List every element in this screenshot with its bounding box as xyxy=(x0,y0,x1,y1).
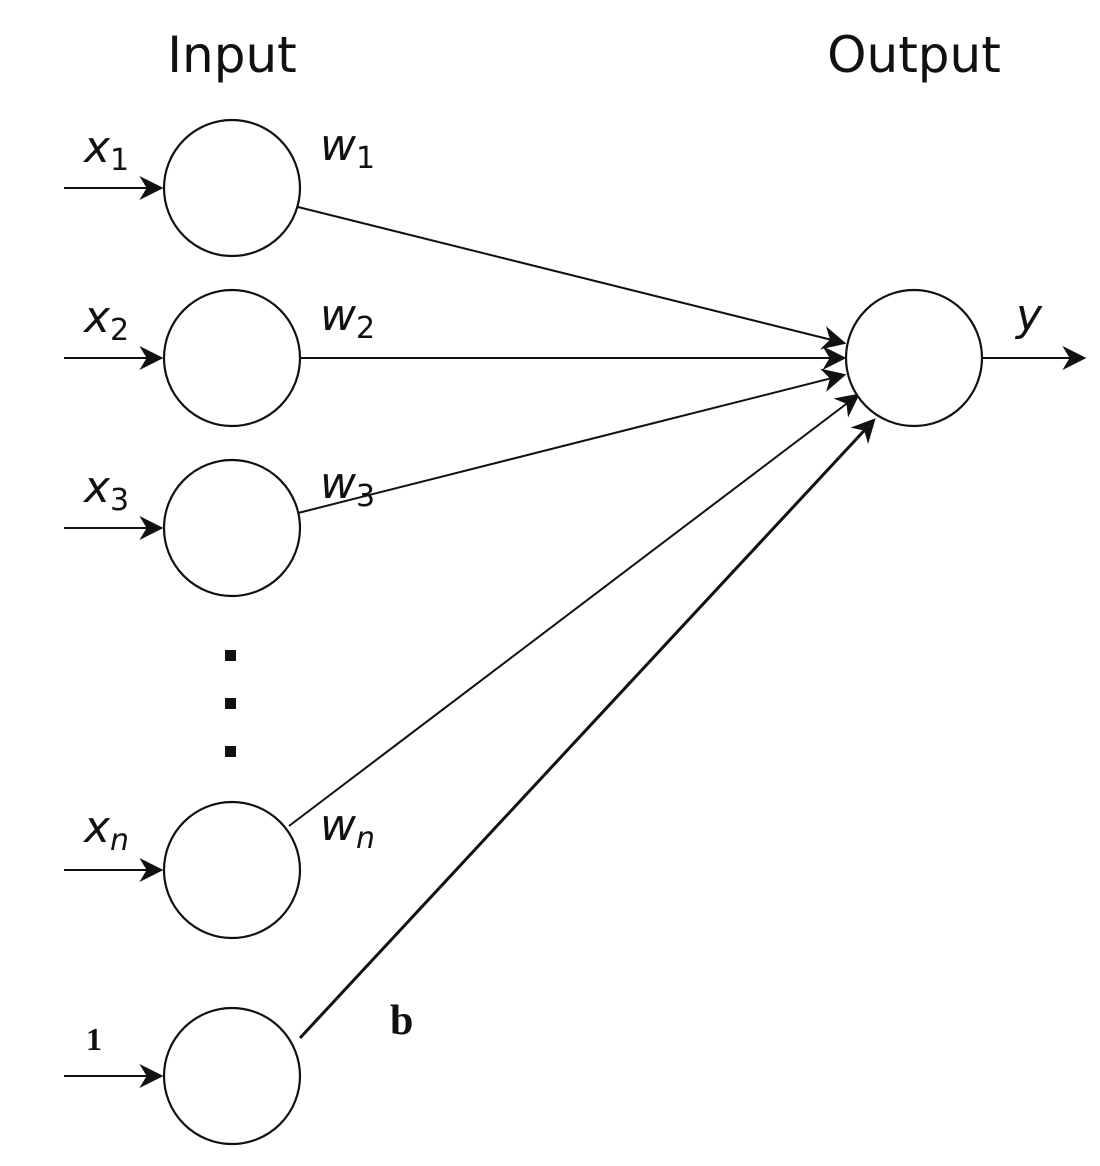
output-label: y xyxy=(1014,290,1043,341)
bias-node xyxy=(162,1006,302,1146)
output-node xyxy=(844,288,984,428)
edge-wn xyxy=(288,393,860,827)
input-node-n xyxy=(162,800,302,940)
weight-label-3: w3 xyxy=(320,458,375,514)
input-node-3 xyxy=(162,458,302,598)
weight-label-1: w1 xyxy=(320,120,375,176)
ellipsis-dot-1 xyxy=(225,650,236,661)
bias-weight-label: b xyxy=(390,998,413,1044)
ellipsis-dot-3 xyxy=(225,746,236,757)
weight-label-2: w2 xyxy=(320,290,375,346)
input-label-1: x1 xyxy=(82,122,129,178)
input-label-n: xn xyxy=(82,802,129,858)
input-heading: Input xyxy=(167,26,296,84)
edge-bias xyxy=(298,418,876,1040)
edge-w1 xyxy=(297,206,847,350)
input-node-2 xyxy=(162,288,302,428)
weight-label-n: wn xyxy=(320,800,375,856)
output-heading: Output xyxy=(827,26,1001,84)
bias-input-label: 1 xyxy=(86,1021,102,1057)
edge-w3 xyxy=(297,368,847,514)
input-label-3: x3 xyxy=(82,462,129,518)
ellipsis-dot-2 xyxy=(225,698,236,709)
input-node-1 xyxy=(162,118,302,258)
input-label-2: x2 xyxy=(82,292,129,348)
